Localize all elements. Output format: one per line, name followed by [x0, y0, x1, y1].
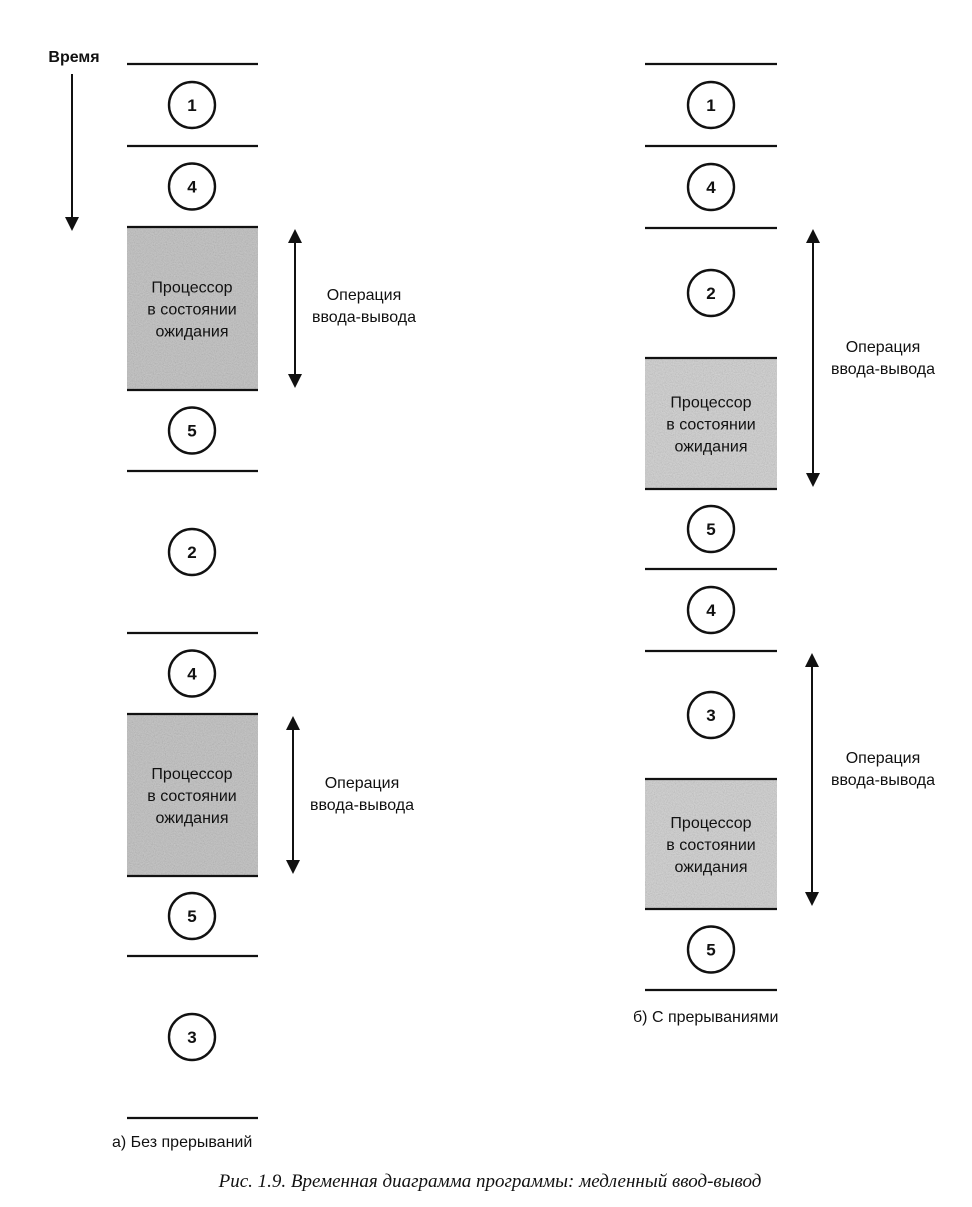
- step-number: 2: [706, 284, 715, 303]
- io-operation-label: Операция: [846, 750, 921, 767]
- io-operation-label: Операция: [325, 775, 400, 792]
- wait-state-box: Процессор в состоянии ожидания: [645, 358, 777, 489]
- step-circle: [686, 585, 736, 635]
- io-operation-label: ввода-вывода: [312, 309, 416, 326]
- wait-state-text: в состоянии: [147, 788, 236, 805]
- step-node: 5: [167, 406, 217, 455]
- step-number: 4: [706, 601, 716, 620]
- wait-state-text: в состоянии: [666, 837, 755, 854]
- step-circle: [167, 891, 217, 941]
- step-number: 2: [187, 543, 196, 562]
- wait-state-shading: [127, 714, 258, 876]
- wait-state-text: ожидания: [155, 810, 228, 827]
- step-node: 2: [686, 268, 736, 318]
- io-operation: Операция ввода-вывода: [286, 716, 414, 874]
- step-number: 5: [187, 422, 196, 441]
- step-number: 4: [187, 665, 197, 684]
- wait-state-shading: [127, 227, 258, 390]
- wait-state-text: ожидания: [674, 859, 747, 876]
- step-number: 5: [706, 941, 715, 960]
- step-node: 3: [167, 1012, 217, 1062]
- wait-state-shading: [645, 779, 777, 909]
- wait-state-text: ожидания: [674, 439, 747, 456]
- caption-left: а) Без прерываний: [112, 1134, 252, 1151]
- io-operation: Операция ввода-вывода: [806, 229, 935, 487]
- io-operation-label: Операция: [327, 287, 402, 304]
- step-node: 4: [686, 585, 736, 635]
- step-circle: [167, 162, 217, 211]
- wait-state-text: в состоянии: [666, 417, 755, 434]
- step-node: 2: [167, 527, 217, 577]
- wait-state-text: Процессор: [670, 395, 751, 412]
- step-circle: [167, 649, 217, 698]
- step-number: 1: [187, 96, 196, 115]
- step-node: 4: [167, 649, 217, 698]
- step-circle: [686, 925, 736, 974]
- io-operation-label: ввода-вывода: [310, 797, 414, 814]
- io-operation-label: ввода-вывода: [831, 361, 935, 378]
- step-node: 4: [686, 162, 736, 212]
- step-circle: [686, 504, 736, 554]
- step-circle: [686, 690, 736, 740]
- io-operation: Операция ввода-вывода: [805, 653, 935, 906]
- step-number: 3: [706, 706, 715, 725]
- wait-state-text: Процессор: [151, 766, 232, 783]
- step-number: 5: [187, 907, 196, 926]
- step-circle: [167, 527, 217, 577]
- io-operation-label: Операция: [846, 339, 921, 356]
- io-operation-label: ввода-вывода: [831, 772, 935, 789]
- wait-state-shading: [645, 358, 777, 489]
- step-circle: [167, 80, 217, 130]
- step-node: 5: [167, 891, 217, 941]
- figure-caption: Рис. 1.9. Временная диаграмма программы:…: [218, 1171, 762, 1192]
- time-axis: Время: [48, 49, 100, 231]
- step-circle: [167, 406, 217, 455]
- step-node: 5: [686, 925, 736, 974]
- step-number: 1: [706, 96, 715, 115]
- caption-right: б) С прерываниями: [633, 1009, 778, 1026]
- step-circle: [167, 1012, 217, 1062]
- step-node: 3: [686, 690, 736, 740]
- step-node: 5: [686, 504, 736, 554]
- wait-state-box: Процессор в состоянии ожидания: [127, 714, 258, 876]
- wait-state-text: в состоянии: [147, 302, 236, 319]
- wait-state-text: ожидания: [155, 324, 228, 341]
- time-label: Время: [48, 49, 99, 66]
- wait-state-text: Процессор: [151, 280, 232, 297]
- wait-state-box: Процессор в состоянии ожидания: [645, 779, 777, 909]
- io-operation: Операция ввода-вывода: [288, 229, 416, 388]
- step-circle: [686, 162, 736, 212]
- step-number: 4: [187, 178, 197, 197]
- step-circle: [686, 268, 736, 318]
- step-node: 4: [167, 162, 217, 211]
- step-node: 1: [686, 80, 736, 130]
- step-number: 3: [187, 1028, 196, 1047]
- step-number: 4: [706, 178, 716, 197]
- step-node: 1: [167, 80, 217, 130]
- step-number: 5: [706, 520, 715, 539]
- wait-state-box: Процессор в состоянии ожидания: [127, 227, 258, 390]
- wait-state-text: Процессор: [670, 815, 751, 832]
- step-circle: [686, 80, 736, 130]
